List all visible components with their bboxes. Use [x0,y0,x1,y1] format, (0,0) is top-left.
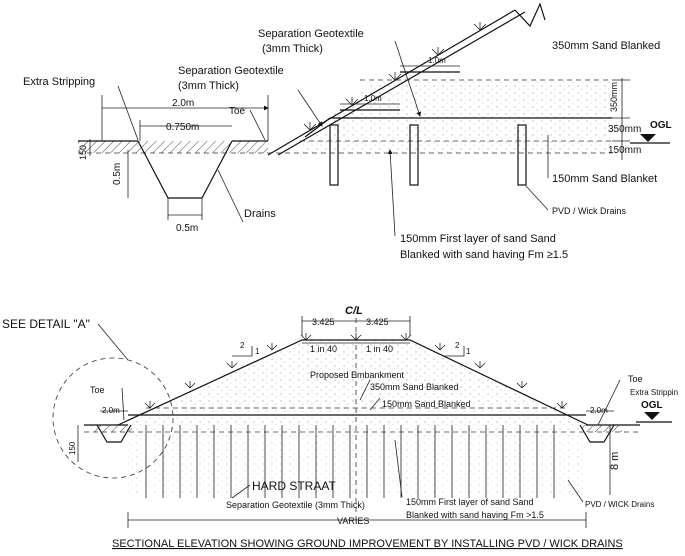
ogl-label: OGL [650,120,672,131]
sand-150-label: 150mm Sand Blanket [552,173,657,185]
sand-350-label: 350mm Sand Blanked [552,40,660,52]
slope-left: 1 in 40 [310,344,337,354]
sep-geo-label: Separation Geotextile (3mm Thick) [226,500,365,510]
dim-05-side: 0.5m [112,163,123,185]
first-layer-line1: 150mm First layer of sand Sand [400,233,556,245]
toe-right-label: Toe [628,374,643,384]
drain-trench [137,140,233,199]
ratio-2-right: 2 [455,341,460,350]
dim-150: 150 [78,145,88,160]
dim-2m-right: 2.0m [590,406,608,415]
drains-label: Drains [244,208,276,220]
pvd-drains-section [145,425,555,498]
dim-05-bottom: 0.5m [176,223,198,234]
ratio-1-right: 1 [466,347,471,356]
sep-geo-b-line1: Separation Geotextile [178,65,284,77]
section-ogl-marker-icon [644,412,660,420]
dim-2m-left: 2.0m [102,406,120,415]
pvd-drains-detail [329,124,527,186]
extra-stripping-label: Extra Stripping [23,76,95,88]
pvd-label: PVD / WICK Drains [585,500,654,509]
section [52,316,672,528]
first-layer-line1: 150mm First layer of sand Sand [406,497,534,507]
embankment-body [128,340,586,425]
ratio-2-left: 2 [240,341,245,350]
see-detail-label: SEE DETAIL "A" [2,317,90,331]
dim-0750: 0.750m [166,122,199,133]
sand-150-label: 150mm Sand Blanked [382,399,471,409]
stripping-hatch [78,141,268,153]
ratio-1-left: 1 [255,347,260,356]
hard-strata-label: HARD STRAAT [252,479,336,493]
ogl-marker-icon [640,134,656,142]
detail-a-circle [52,357,174,479]
first-layer-line2: Blanked with sand having Fm >1.5 [406,510,544,520]
dim-350-b: 350mm [608,124,641,135]
section-labels: SEE DETAIL "A" C/L 3.425 3.425 1 in 40 1… [2,305,678,526]
sand-350-label: 350mm Sand Blanked [370,382,459,392]
dim-350-vert: 350mm [609,82,619,112]
centerline-label: C/L [345,305,363,317]
sep-geo-a-line2: (3mm Thick) [262,43,323,55]
dim-150mm: 150mm [608,145,641,156]
toe-left-label: Toe [90,385,105,395]
varies-label: VARIES [337,516,369,526]
drawing-title: SECTIONAL ELEVATION SHOWING GROUND IMPRO… [112,538,623,550]
extra-stripping-label: Extra Strippin [630,388,678,397]
sep-geo-b-line2: (3mm Thick) [178,80,239,92]
first-layer-line2: Blanked with sand having Fm ≥1.5 [400,249,568,261]
dim-left: 3.425 [312,317,335,327]
toe-label: Toe [229,106,246,117]
dim-1m-a: 1.0m [428,56,446,65]
sep-geo-a-line1: Separation Geotextile [258,28,364,40]
slope-right: 1 in 40 [366,344,393,354]
detail-a [78,2,670,237]
ogl-label: OGL [641,400,663,411]
pvd-label: PVD / Wick Drains [552,206,627,216]
dim-right: 3.425 [366,317,389,327]
detail-labels: Separation Geotextile (3mm Thick) Separa… [23,28,672,261]
proposed-label: Proposed Embankment [310,370,405,380]
embankment-slope [267,9,516,156]
dim-150: 150 [68,441,77,455]
dim-8m: 8 m [609,452,621,470]
dim-2m: 2.0m [172,98,194,109]
dim-1m-b: 1.0m [364,94,382,103]
